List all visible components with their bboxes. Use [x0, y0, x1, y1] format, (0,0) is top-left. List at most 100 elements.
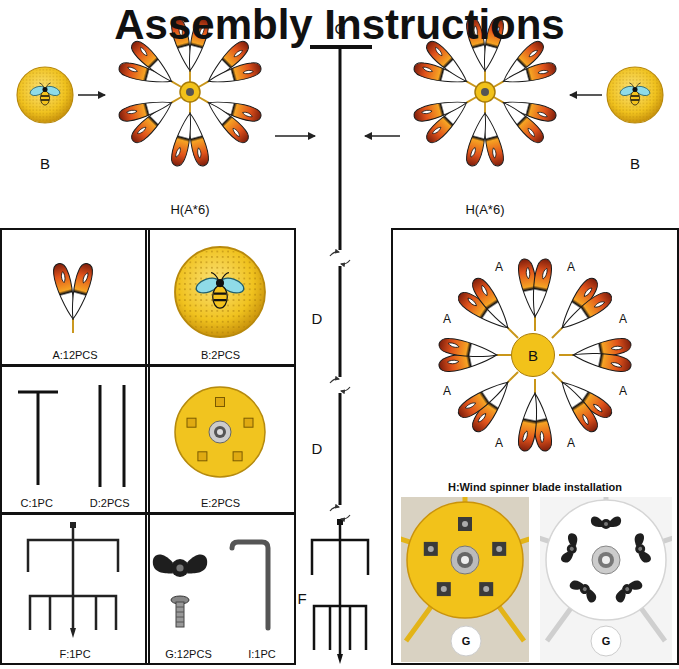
photo-white-hub-part — [591, 517, 621, 529]
hub-circle: B — [511, 333, 555, 377]
assembly-arrow — [275, 135, 315, 137]
part-label: D:2PCS — [90, 497, 130, 509]
installation-wheel-part — [516, 258, 554, 331]
part-label: C — [335, 20, 346, 37]
part-letter: F — [297, 590, 306, 607]
photo-yellow-hub-part — [458, 517, 472, 531]
part-letter: D — [312, 310, 323, 327]
part-disc: B — [15, 62, 75, 172]
part-f-stake-part — [70, 628, 76, 638]
photo-yellow-hub-part — [428, 546, 434, 552]
photo-yellow-hub-part — [496, 546, 502, 552]
label-row: G:12PCSI:1PC — [147, 648, 294, 660]
photo-white-hub-part — [598, 552, 614, 568]
part-b-disc — [175, 247, 265, 337]
label-row: F:1PC — [2, 648, 148, 660]
part-e-hub-part — [198, 452, 207, 461]
photo-yellow-hub-part — [479, 582, 493, 596]
part-f-stake-part — [70, 522, 76, 528]
assembly-arrow — [570, 94, 602, 96]
top-discs-part — [607, 67, 663, 123]
part-i-key — [232, 542, 268, 628]
center-pole-part — [337, 519, 343, 525]
spinner-wheel-left-part — [180, 82, 200, 102]
part-e-hub-part — [216, 398, 225, 407]
part-label: H(A*6) — [170, 202, 209, 217]
photo-white-hub-part — [602, 556, 610, 564]
label-row: E:2PCS — [147, 497, 294, 509]
center-pole-part — [337, 654, 343, 664]
part-e-hub-part — [233, 452, 242, 461]
connectors — [78, 95, 602, 136]
part-e-hub-part — [217, 429, 223, 435]
photo-white-hub-part — [546, 500, 666, 620]
spinner-wheel-right-part — [475, 82, 495, 102]
twist-symbols-part — [330, 507, 350, 519]
photo-white-hub-part — [568, 576, 600, 604]
part-label: B — [40, 155, 50, 172]
parts-cell: E:2PCS — [145, 365, 296, 514]
blade-label: A — [495, 436, 503, 450]
blade-label: A — [619, 312, 627, 326]
part-letter: D — [312, 440, 323, 457]
parts-cell: C:1PC D:2PCS — [0, 365, 150, 514]
photo-yellow-hub-part — [492, 542, 506, 556]
installation-wheel-part — [438, 336, 511, 374]
part-g-screws — [153, 555, 207, 627]
part-c-d-poles-part — [99, 385, 102, 487]
part-f-stake-part — [28, 540, 118, 572]
blade-label: A — [443, 384, 451, 398]
center-pole — [310, 47, 372, 664]
part-label: B — [528, 347, 538, 364]
spinner-wheel: H(A*6) — [403, 12, 567, 217]
parts-cell: F:1PC — [0, 513, 150, 665]
part-e-hub — [175, 387, 265, 477]
twist-symbols-part — [330, 379, 350, 391]
photo-yellow-hub-part — [451, 546, 479, 574]
part-g-screws-part — [176, 602, 184, 627]
installation-wheel-part — [559, 336, 632, 374]
spinner-wheel-left-part — [169, 100, 211, 168]
assembly-arrow — [78, 94, 105, 96]
spinner-wheel-left-part — [186, 88, 194, 96]
label-row: B:2PCS — [147, 349, 294, 361]
parts-cell: G:12PCSI:1PC — [145, 513, 296, 665]
part-label: H:Wind spinner blade installation — [393, 481, 677, 493]
part-e-hub-part — [214, 426, 226, 438]
part-e-hub-part — [209, 421, 231, 443]
part-label: G:12PCS — [165, 648, 211, 660]
part-e-hub-part — [175, 387, 265, 477]
part-label: C:1PC — [20, 497, 52, 509]
center-pole-part — [339, 393, 342, 505]
spinner-wheel-right-part — [464, 100, 506, 168]
part-f-stake-part — [30, 596, 116, 630]
part-disc: B — [605, 62, 665, 172]
center-pole-part — [314, 606, 366, 650]
part-g-screws-part — [176, 607, 184, 622]
photo-white-hub-part — [560, 532, 581, 565]
installation-wheel-part — [516, 379, 554, 452]
top-discs-part — [17, 67, 73, 123]
photo-white-hub-part — [592, 546, 620, 574]
part-f-stake-part — [72, 526, 75, 630]
center-pole-part — [312, 540, 368, 575]
part-label: A:12PCS — [52, 349, 97, 361]
part-e-hub-part — [244, 418, 253, 427]
photo-white-hub-part — [631, 532, 652, 565]
installation-panel: H:Wind spinner blade installation B — [391, 228, 679, 665]
photo-yellow-hub — [401, 497, 529, 662]
parts-cell: A:12PCS — [0, 228, 150, 366]
part-label: F:1PC — [59, 648, 90, 660]
photo-yellow-hub-part — [407, 502, 523, 618]
installation-wheel-part — [539, 273, 618, 352]
photo-white-hub-part — [540, 497, 672, 662]
photo-white-hub-part — [591, 626, 621, 656]
photo-yellow-hub-part — [401, 497, 529, 662]
installation-wheel-part — [539, 359, 618, 438]
pole-top: C — [318, 18, 362, 250]
blade-label: A — [443, 312, 451, 326]
photo-white-hub — [540, 497, 672, 662]
